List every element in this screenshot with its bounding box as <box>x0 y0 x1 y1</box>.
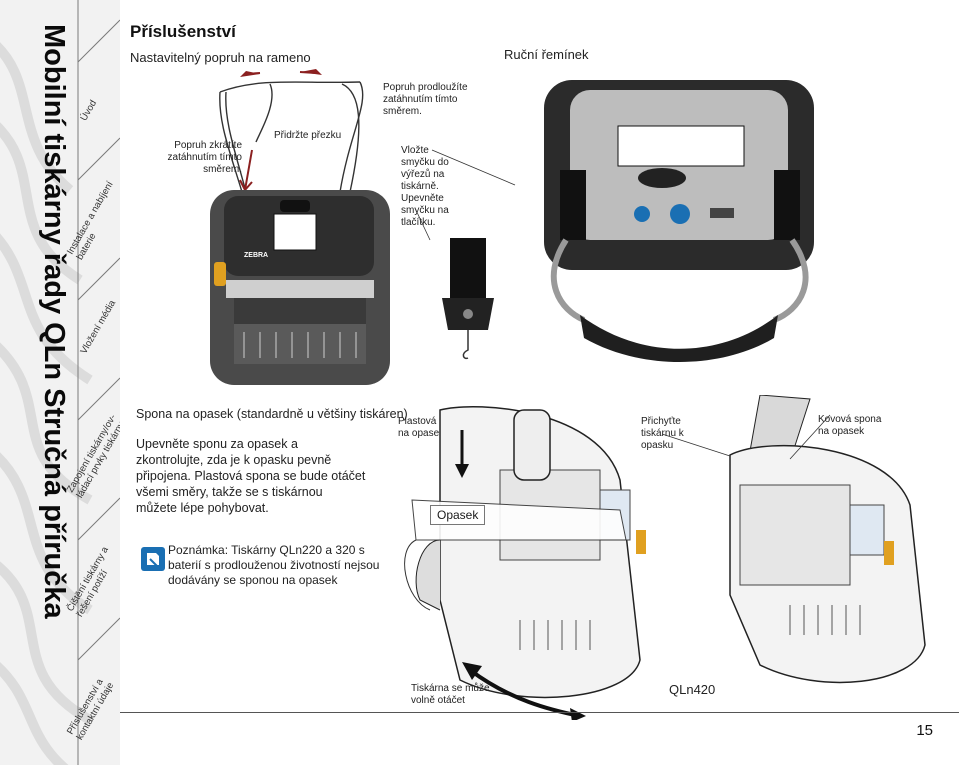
pointer-lines <box>414 149 516 241</box>
insert-loop-caption: Vložte smyčku do výřezů na tiskárně. Upe… <box>401 145 449 228</box>
model-label: QLn420 <box>669 682 716 697</box>
strap-loop-detail <box>442 238 494 360</box>
metal-clip-printer-illustration <box>729 395 926 684</box>
sidebar: Mobilní tiskárny řady QLn Stručná příruč… <box>0 0 120 765</box>
hand-strap-heading: Ruční řemínek <box>504 47 589 62</box>
footer-rule <box>120 712 959 713</box>
rotate-caption: Tiskárna se může volně otáčet <box>411 683 490 706</box>
belt-label: Opasek <box>430 505 486 525</box>
note-text: Poznámka: Tiskárny QLn220 a 320 s bateri… <box>168 543 380 587</box>
hand-strap-illustration <box>544 80 814 362</box>
hold-buckle-caption: Přidržte přezku <box>274 130 342 141</box>
printer-brand: ZEBRA <box>244 252 269 259</box>
tab-dividers <box>77 0 120 765</box>
shorten-caption: Popruh zkrátíte zatáhnutím tímto směrem. <box>167 140 242 175</box>
attach-pointer <box>661 433 731 457</box>
shoulder-strap-illustration <box>210 69 390 385</box>
zebra-stripe-pattern <box>0 42 93 765</box>
page-title: Příslušenství <box>130 22 236 41</box>
page-number: 15 <box>916 722 933 739</box>
note-icon <box>141 547 165 571</box>
belt-clip-body: Upevněte sponu za opasek a zkontrolujte,… <box>136 437 366 515</box>
lengthen-caption: Popruh prodloužíte zatáhnutím tímto směr… <box>383 82 468 117</box>
metal-clip-caption: Kovová spona na opasek <box>818 414 882 437</box>
belt-clip-heading: Spona na opasek (standardně u většiny ti… <box>136 407 408 421</box>
shoulder-strap-heading: Nastavitelný popruh na rameno <box>130 50 311 65</box>
plastic-clip-caption: Plastová spona na opasek <box>398 416 467 439</box>
plastic-clip-printer-illustration <box>404 405 646 720</box>
attach-caption: Přichyťte tiskárnu k opasku <box>641 416 684 451</box>
